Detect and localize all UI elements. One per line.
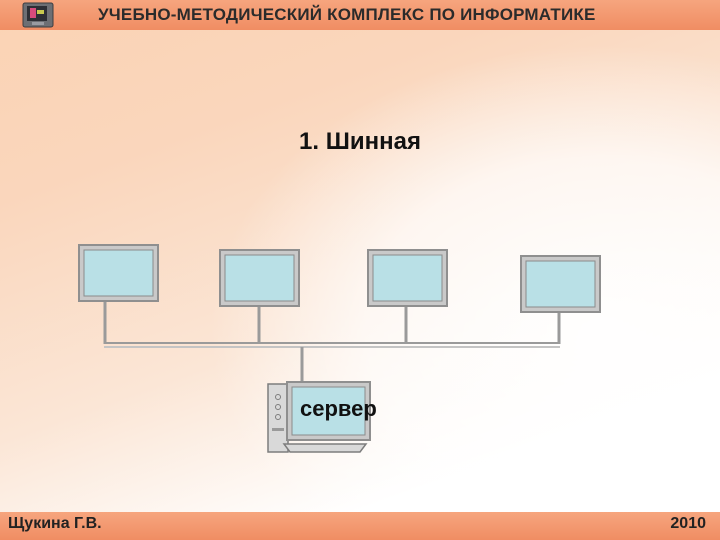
server-icon [267,381,371,453]
slide-title: 1. Шинная [299,128,421,155]
footer-year: 2010 [670,515,706,532]
computer-monitor-icon [22,2,54,28]
header-bar [0,0,720,30]
workstation-2 [219,249,300,307]
drop-lines [103,300,561,384]
workstation-3 [367,249,448,307]
header-title: УЧЕБНО-МЕТОДИЧЕСКИЙ КОМПЛЕКС ПО ИНФОРМАТ… [98,5,596,24]
bus-line [104,342,560,348]
workstation-1 [78,244,159,302]
footer-author: Щукина Г.В. [8,515,102,532]
workstation-4 [520,255,601,313]
server-label: сервер [300,396,377,421]
footer-bar [0,512,720,540]
